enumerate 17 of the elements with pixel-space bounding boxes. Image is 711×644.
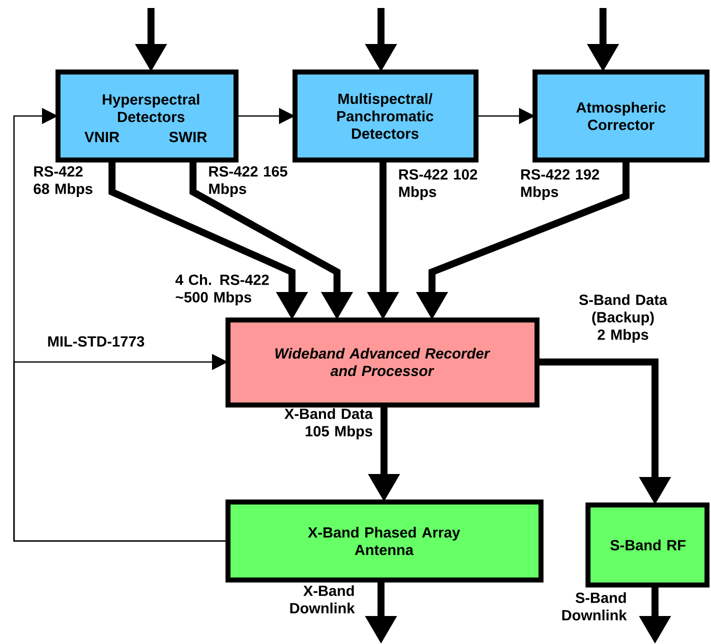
edge-label: MIL-STD-1773	[48, 336, 144, 347]
detector-box: Hyperspectral Detectors VNIR SWIR	[56, 70, 238, 162]
edge-label: S-Band Data (Backup) 2 Mbps	[579, 294, 668, 343]
edge-label: X-Band Downlink	[290, 585, 355, 614]
antenna-box: X-Band Phased Array Antenna	[226, 500, 544, 582]
processor-box: Wideband Advanced Recorder and Processor	[226, 318, 540, 408]
edge-label: RS-422 102 Mbps	[399, 169, 478, 200]
arrow	[13, 354, 228, 542]
edge-label: X-Band Data 105 Mbps	[284, 408, 373, 440]
bus-label: 4 Ch. RS-422 ~500 Mbps	[175, 274, 269, 306]
edge-label: RS-422 68 Mbps	[34, 166, 92, 197]
detector-box: Atmospheric Corrector	[532, 70, 710, 162]
rf-box: S-Band RF	[586, 502, 710, 588]
edge-label: RS-422 192 Mbps	[521, 169, 600, 200]
edge-label: S-Band Downlink	[562, 592, 627, 620]
edge-label: RS-422 165 Mbps	[209, 166, 288, 197]
detector-box: Multispectral/ Panchromatic Detectors	[292, 70, 478, 162]
